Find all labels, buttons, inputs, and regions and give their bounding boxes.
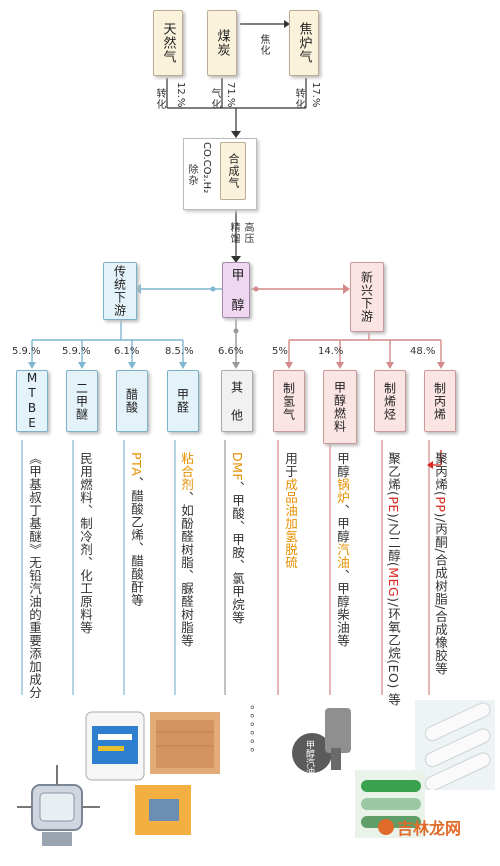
watermark-text: 吉林龙网 (397, 819, 462, 838)
formaldehyde-box: 甲醛 (167, 370, 199, 432)
purify-label: 除杂 (186, 164, 197, 186)
pct-formaldehyde: 8.5.% (165, 346, 194, 357)
natural-gas-box: 天然气 (153, 10, 183, 76)
dme-desc: 民用燃料、制冷剂、化工原料等 (78, 452, 93, 634)
green-pipes-image (355, 770, 425, 838)
other-desc-highlight: DMF (230, 452, 245, 482)
acetic-acid-box: 醋酸 (116, 370, 148, 432)
other-box: 其 他 (221, 370, 253, 432)
propylene-desc-p0: 聚丙烯( (433, 452, 448, 497)
syngas-title-box: 合成气 (220, 142, 246, 200)
propylene-desc-p1: PP (433, 496, 448, 513)
methanol-fuel-desc: 甲醇锅炉、甲醇汽油、甲醇柴油等 (334, 452, 351, 647)
methanol-fuel-box: 甲醇燃料 (323, 370, 357, 444)
acetic-desc-highlight: PTA (129, 452, 144, 477)
process-label-1: 高压 (242, 222, 253, 244)
propylene-desc-p2: )/丙酮/合成树脂/合成橡胶等 (433, 512, 448, 675)
fuel-desc-p4: 、甲醇柴油等 (335, 569, 350, 647)
coking-label: 焦化 (258, 34, 269, 56)
acetic-desc-rest: 、醋酸乙烯、醋酸酐等 (129, 476, 144, 607)
hydrogen-box: 制氢气 (273, 370, 305, 432)
pct-acetic-acid: 6.1% (114, 346, 140, 357)
other-desc-rest: 、甲酸、甲胺、氯甲烷等 (230, 481, 245, 625)
formaldehyde-desc-rest: 、如酚醛树脂、脲醛树脂等 (179, 491, 194, 647)
watermark-logo-icon (378, 819, 394, 835)
fuel-desc-p1: 锅炉 (335, 478, 350, 504)
engine-image (17, 765, 100, 846)
pct-dme: 5.9.% (62, 346, 91, 357)
pct-propylene: 48.% (410, 346, 436, 357)
fuel-desc-p0: 甲醇 (335, 452, 350, 478)
plastic-pipes-image (415, 700, 495, 790)
other-desc: DMF、甲酸、甲胺、氯甲烷等 (229, 452, 246, 624)
orange-cloth-image (135, 785, 191, 835)
formaldehyde-desc: 粘合剂、如酚醛树脂、脲醛树脂等 (178, 452, 195, 647)
hydrogen-desc: 用于成品油加氢脱硫 (282, 452, 299, 569)
hydrogen-desc-lead: 用于 (283, 452, 298, 478)
olefins-desc-p2: )/乙二醇( (386, 512, 401, 568)
chemical-bucket-image (85, 711, 145, 781)
mtbe-box: MTBE (16, 370, 48, 432)
methanol-box: 甲 醇 (222, 262, 250, 318)
olefins-box: 制烯烃 (374, 370, 406, 432)
watermark: 吉林龙网 (378, 815, 461, 839)
propylene-box: 制丙烯 (424, 370, 456, 432)
process-label-2: 精馏 (228, 222, 239, 244)
olefins-desc-p0: 聚乙烯( (386, 452, 401, 497)
mtbe-desc: 《甲基叔丁基醚》无铅汽油的重要添加成分 (27, 452, 42, 699)
pct-natural-gas: 12.% (175, 82, 186, 108)
fuel-desc-p3: 汽油 (335, 543, 350, 569)
formaldehyde-desc-highlight: 粘合剂 (179, 452, 194, 491)
hydrogen-desc-highlight: 成品油加氢脱硫 (283, 478, 298, 569)
pct-coal: 71.% (225, 82, 236, 108)
pct-methanol-fuel: 14.% (318, 346, 344, 357)
fuel-nozzle-image (292, 708, 351, 773)
wood-board-image (150, 712, 220, 774)
propylene-desc: 聚丙烯(PP)/丙酮/合成树脂/合成橡胶等 (432, 452, 449, 675)
coke-gas-box: 焦炉气 (289, 10, 319, 76)
conv-natural-gas-label: 转化 (154, 88, 165, 110)
olefins-desc-p1: PE (386, 496, 401, 513)
conv-coke-gas-label: 转化 (293, 88, 304, 110)
traditional-downstream-box: 传统下游 (103, 262, 137, 320)
syngas-formula: CO.CO₂.H₂ (201, 142, 212, 194)
olefins-desc-p3: MEG (386, 567, 401, 598)
emerging-downstream-box: 新兴下游 (350, 262, 384, 332)
coal-box: 煤炭 (207, 10, 237, 76)
drum-label: 甲醇汽油 (304, 740, 314, 776)
fuel-desc-p2: 、甲醇 (335, 504, 350, 543)
acetic-acid-desc: PTA、醋酸乙烯、醋酸酐等 (128, 452, 145, 606)
olefins-desc: 聚乙烯(PE)/乙二醇(MEG)/环氧乙烷(EO) 等 (385, 452, 402, 706)
pct-mtbe: 5.9.% (12, 346, 41, 357)
olefins-desc-p4: )/环氧乙烷(EO) 等 (386, 597, 401, 707)
dme-box: 二甲醚 (66, 370, 98, 432)
other-dots: 。。。。。。 (242, 705, 255, 762)
pct-hydrogen: 5% (272, 346, 288, 357)
pct-coke-gas: 17.% (310, 82, 321, 108)
pct-other: 6.6% (218, 346, 244, 357)
conv-coal-label: 气化 (209, 88, 220, 110)
